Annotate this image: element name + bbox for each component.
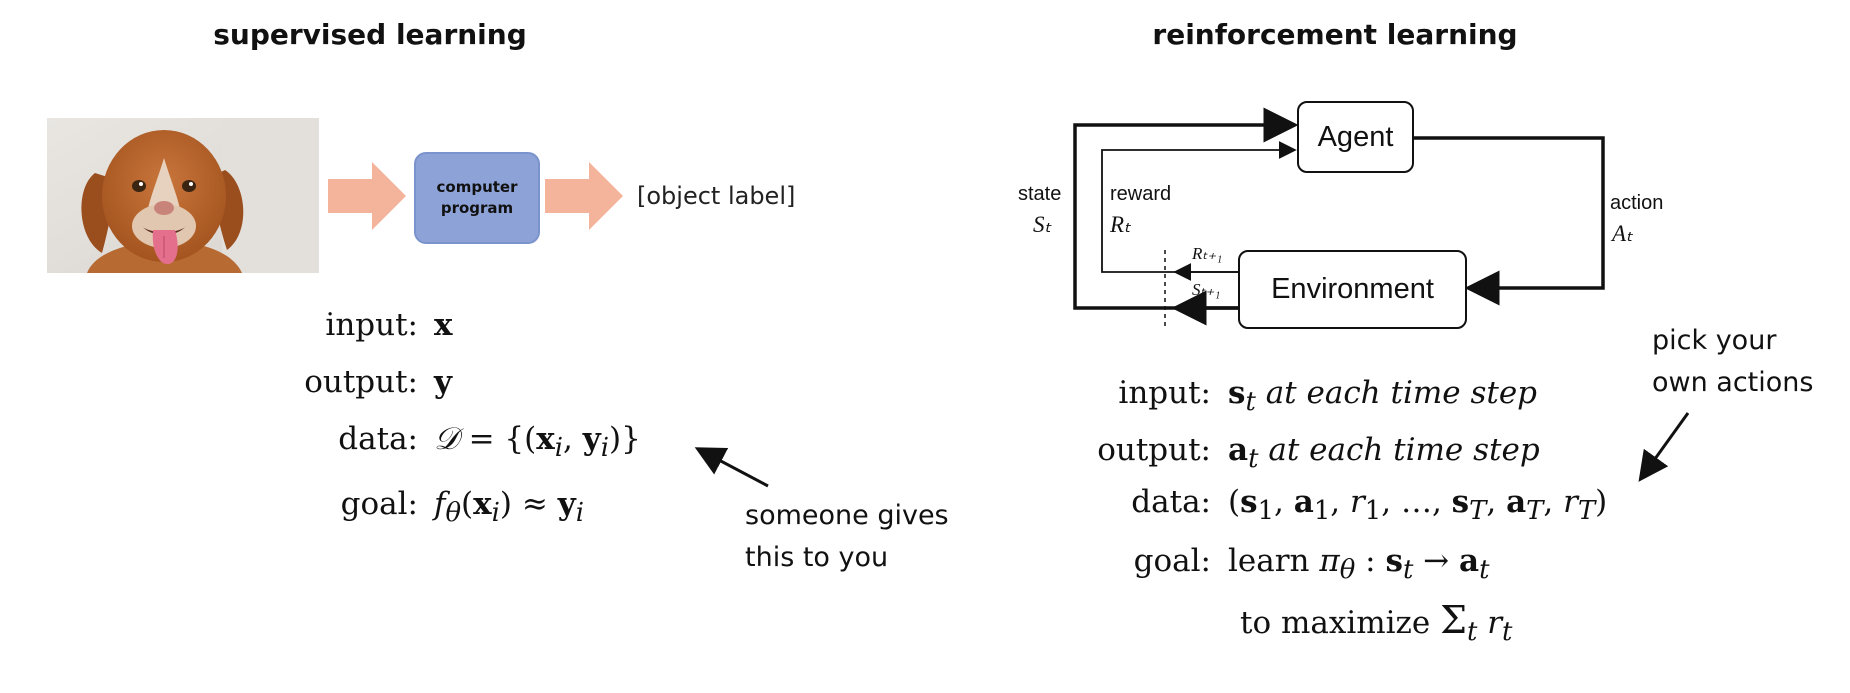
action-label: action [1610, 192, 1664, 214]
sup-input-label: input: [325, 307, 418, 343]
sup-goal-expr: fθ(xi) ≈ yi [434, 486, 584, 529]
agent-box: Agent [1297, 101, 1414, 173]
right-arrow-icon [545, 162, 623, 230]
rl-goal-label: goal: [1133, 543, 1211, 579]
rl-data-label: data: [1131, 484, 1211, 520]
state-symbol: Sₜ [1033, 212, 1052, 237]
action-symbol: Aₜ [1612, 221, 1633, 246]
next-reward-symbol: Rₜ₊₁ [1192, 244, 1223, 263]
environment-box: Environment [1238, 250, 1467, 329]
rl-input-expr: st at each time step [1228, 375, 1538, 418]
pick-your-own-actions-note: pick your own actions [1652, 325, 1814, 398]
rl-input-label: input: [1118, 375, 1211, 411]
sup-goal-label: goal: [340, 486, 418, 522]
dog-photo [47, 118, 319, 273]
sup-input-expr: x [434, 307, 453, 343]
right-arrow-icon [328, 162, 406, 230]
computer-program-box: computer program [414, 152, 540, 244]
rl-maximize-expr: to maximize Σt rt [1240, 598, 1513, 648]
pointer-arrow-icon [694, 447, 769, 488]
rl-output-expr: at at each time step [1228, 432, 1540, 475]
reward-symbol: Rₜ [1110, 212, 1131, 237]
supervised-learning-title: supervised learning [213, 18, 527, 51]
rl-goal-expr: learn πθ : st → at [1228, 543, 1490, 586]
sup-output-expr: y [434, 364, 453, 400]
reinforcement-learning-title: reinforcement learning [1152, 18, 1518, 51]
pointer-arrow-icon [1638, 412, 1690, 482]
someone-gives-note: someone gives this to you [745, 500, 949, 573]
reward-label: reward [1110, 183, 1172, 205]
rl-loop-diagram [1073, 107, 1605, 330]
rl-data-expr: (s1, a1, r1, …, sT, aT, rT) [1228, 484, 1608, 527]
object-label-text: [object label] [637, 182, 796, 210]
sup-output-label: output: [304, 364, 418, 400]
rl-output-label: output: [1097, 432, 1211, 468]
sup-data-expr: 𝒟 = {(xi, yi)} [434, 421, 641, 464]
sup-data-label: data: [338, 421, 418, 457]
next-state-symbol: Sₜ₊₁ [1192, 280, 1221, 299]
state-label: state [1018, 183, 1062, 205]
